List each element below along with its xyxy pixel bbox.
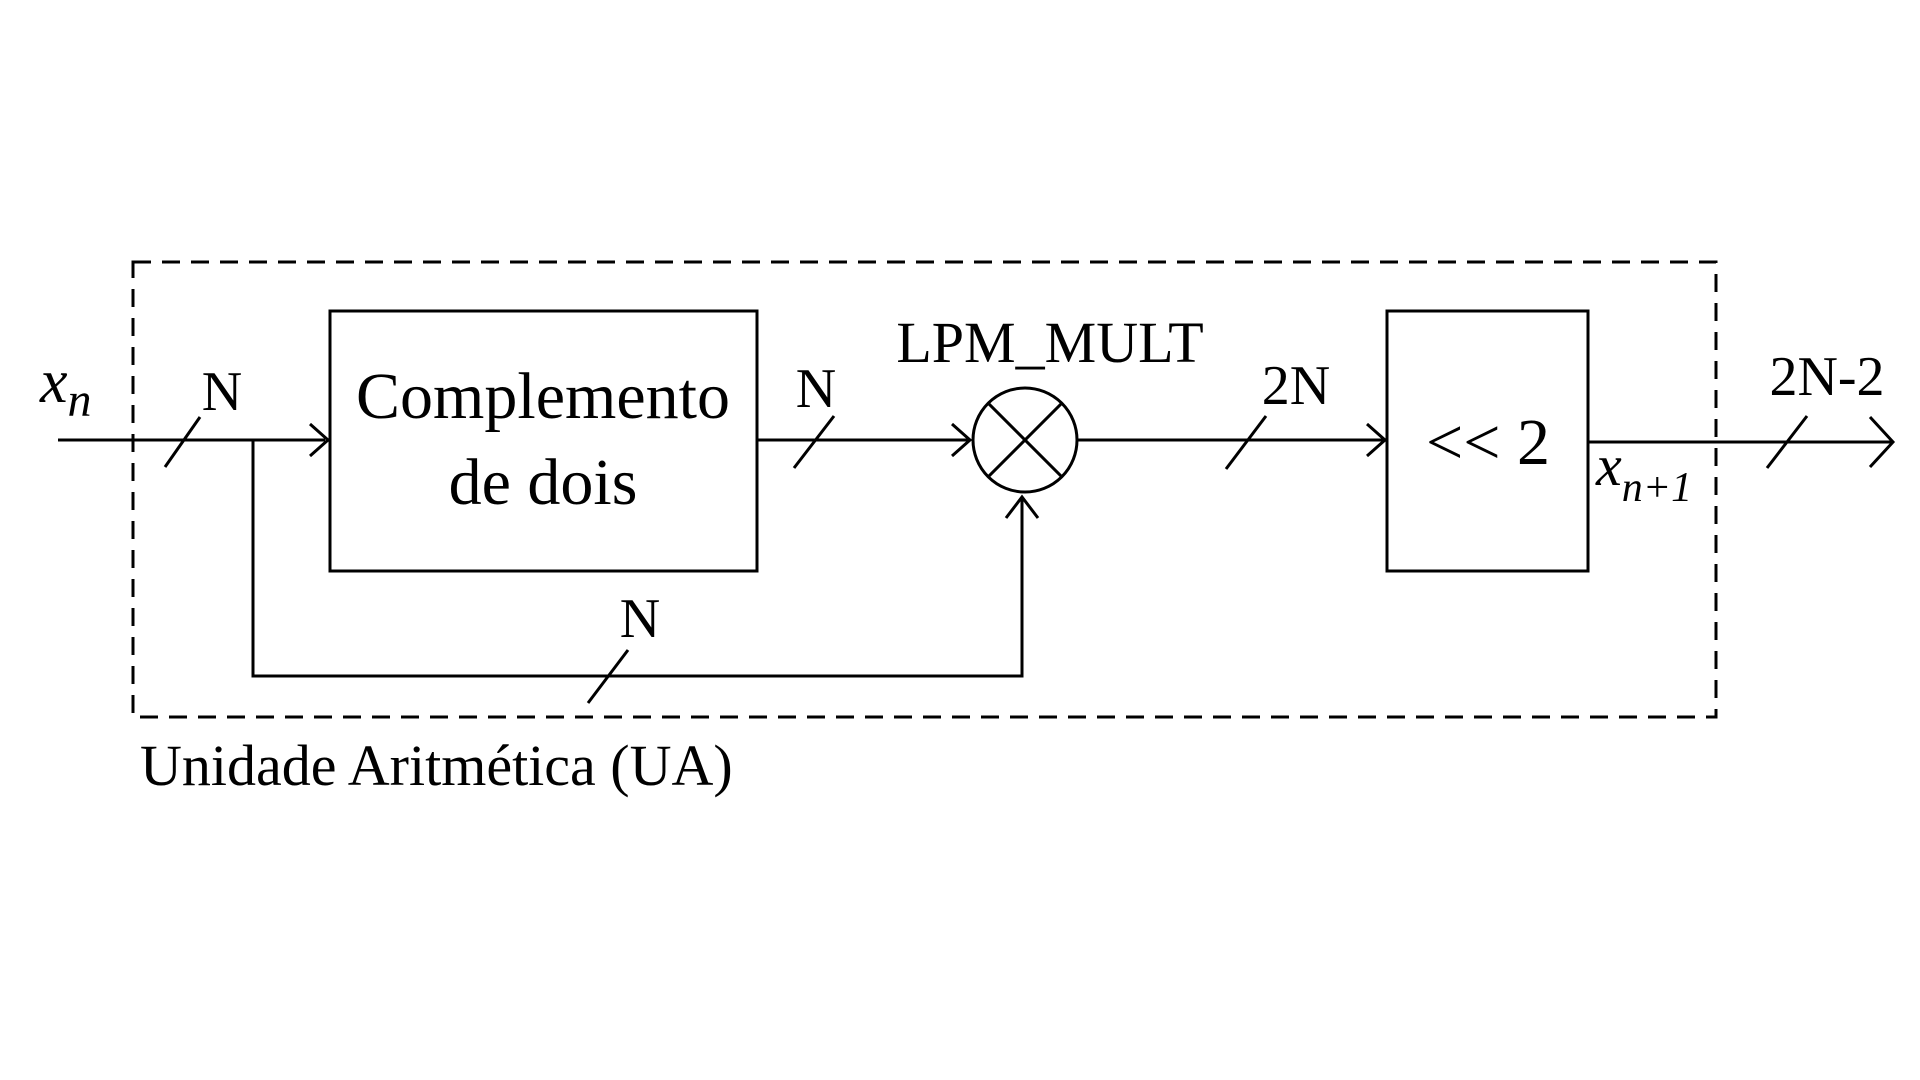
- feedback-bus-width-label: N: [620, 588, 660, 650]
- output-bus-width-label: 2N-2: [1769, 346, 1884, 408]
- output-bus-slash: [1765, 415, 1809, 469]
- arithmetic-unit-boundary: [131, 260, 1718, 719]
- complement-block-label-line1: Complemento: [356, 360, 730, 433]
- complement-block: [328, 309, 759, 573]
- input-bus-width-label: N: [202, 361, 242, 423]
- multiplier-output-arrowhead: [1366, 422, 1388, 458]
- multiplier-symbol: [971, 386, 1079, 494]
- input-bus-slash: [163, 416, 202, 468]
- complement-output-arrowhead: [951, 422, 973, 458]
- multiplier-bus-width-label: 2N: [1262, 355, 1330, 417]
- output-arrowhead: [1868, 415, 1896, 469]
- complement-block-label-line2: de dois: [449, 446, 638, 519]
- feedback-wire: [251, 440, 1024, 678]
- input-arrowhead: [309, 422, 331, 458]
- input-signal-label: xn: [39, 348, 92, 427]
- complement-bus-width-label: N: [796, 358, 836, 420]
- arithmetic-unit-label: Unidade Aritmética (UA): [140, 733, 733, 798]
- multiplier-label: LPM_MULT: [896, 310, 1203, 375]
- feedback-arrowhead: [1004, 494, 1040, 519]
- output-signal-label: xn+1: [1595, 433, 1692, 511]
- multiplier-bus-slash: [1224, 415, 1268, 470]
- feedback-bus-slash: [586, 649, 630, 704]
- shift-block-label: << 2: [1426, 406, 1550, 479]
- complement-bus-slash: [792, 415, 836, 469]
